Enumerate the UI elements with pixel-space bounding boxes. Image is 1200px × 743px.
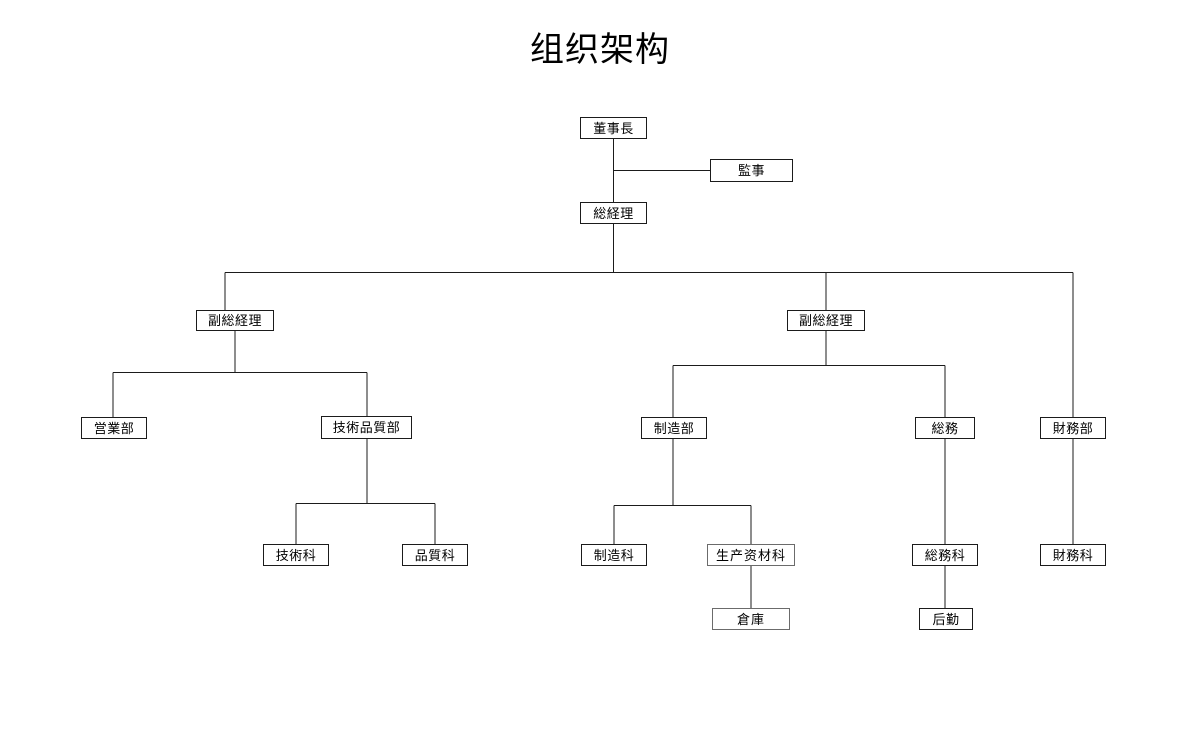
org-node-gm[interactable]: 総経理 [580, 202, 647, 224]
org-node-label: 制造科 [593, 547, 635, 563]
org-node-label: 技術品質部 [332, 420, 401, 435]
org-node-label: 総務科 [924, 547, 966, 563]
org-node-label: 技術科 [275, 547, 317, 563]
org-node-mfg-section[interactable]: 制造科 [581, 544, 647, 566]
org-node-supervisor[interactable]: 監事 [710, 159, 793, 182]
page-title: 组织架构 [530, 31, 670, 69]
org-node-manufacturing[interactable]: 制造部 [641, 417, 707, 439]
org-node-general-affairs[interactable]: 総務 [915, 417, 975, 439]
org-node-label: 総務 [931, 420, 959, 436]
org-node-quality-section[interactable]: 品質科 [402, 544, 468, 566]
org-node-label: 董事長 [593, 120, 634, 136]
org-node-label: 監事 [737, 163, 765, 178]
org-node-warehouse[interactable]: 倉庫 [712, 608, 790, 630]
org-node-tech-quality[interactable]: 技術品質部 [321, 416, 412, 439]
org-node-label: 財務科 [1052, 547, 1094, 563]
org-node-fin-section[interactable]: 財務科 [1040, 544, 1106, 566]
org-node-sales[interactable]: 営業部 [81, 417, 147, 439]
org-node-label: 財務部 [1052, 420, 1094, 436]
org-node-label: 制造部 [653, 420, 695, 436]
org-node-label: 倉庫 [736, 611, 765, 627]
org-node-label: 副総経理 [798, 313, 853, 328]
org-node-dgm-right[interactable]: 副総経理 [787, 310, 865, 331]
org-node-label: 品質科 [414, 547, 456, 563]
org-node-logistics[interactable]: 后勤 [919, 608, 973, 630]
org-node-label: 総経理 [593, 205, 634, 221]
org-node-label: 副総経理 [207, 313, 262, 328]
org-node-label: 后勤 [932, 611, 960, 627]
org-node-label: 生产资材科 [715, 547, 786, 563]
org-node-label: 営業部 [93, 420, 135, 436]
org-node-finance-dept[interactable]: 財務部 [1040, 417, 1106, 439]
org-node-chairman[interactable]: 董事長 [580, 117, 647, 139]
org-node-ga-section[interactable]: 総務科 [912, 544, 978, 566]
org-node-tech-section[interactable]: 技術科 [263, 544, 329, 566]
org-node-dgm-left[interactable]: 副総経理 [196, 310, 274, 331]
org-node-materials[interactable]: 生产资材科 [707, 544, 795, 566]
